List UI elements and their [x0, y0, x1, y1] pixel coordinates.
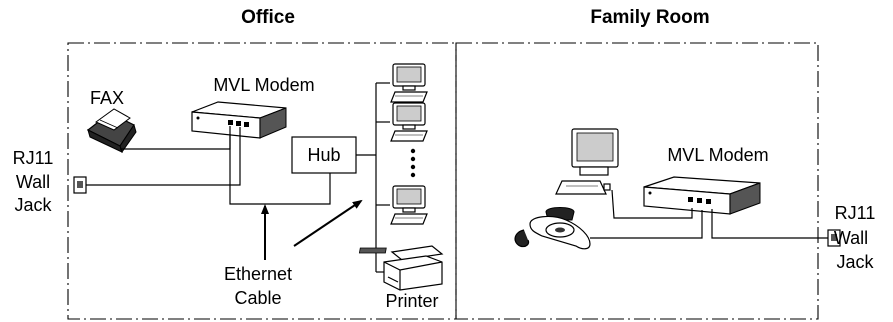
printer-label: Printer: [385, 291, 438, 311]
office-jack-label-line2: Wall: [16, 172, 50, 192]
family-computer-icon: [555, 128, 619, 195]
hub-label: Hub: [307, 145, 340, 165]
office-computer-3-icon: [390, 185, 428, 225]
family-room-title: Family Room: [590, 7, 709, 28]
fax-icon: [86, 108, 137, 154]
office-jack-label-line1: RJ11: [13, 148, 54, 168]
family-modem-label: MVL Modem: [667, 145, 768, 165]
more-computers-ellipsis: [410, 148, 416, 178]
family-jack-label-line3: Jack: [836, 252, 874, 272]
hub-icon: [291, 136, 357, 174]
office-title: Office: [241, 7, 295, 28]
office-wall-jack-icon: [73, 176, 87, 194]
ethernet-arrow-diagonal: [293, 199, 363, 247]
family-wall-jack-icon: [827, 229, 841, 247]
family-cabling: [590, 189, 828, 239]
fax-label: FAX: [90, 88, 124, 108]
ethernet-cable-label-line1: Ethernet: [224, 264, 292, 284]
ethernet-cable-label-line2: Cable: [234, 288, 281, 308]
family-room-frame: [455, 42, 819, 320]
office-cabling: [86, 82, 390, 273]
office-jack-label-line3: Jack: [14, 195, 52, 215]
office-modem-icon: [191, 101, 287, 139]
office-computer-2-icon: [390, 102, 428, 142]
family-jack-label-line1: RJ11: [835, 203, 876, 223]
telephone-icon: [514, 207, 591, 250]
family-modem-icon: [643, 176, 761, 215]
family-jack-label-line2: Wall: [834, 228, 868, 248]
printer-icon: [358, 245, 444, 291]
office-modem-label: MVL Modem: [213, 75, 314, 95]
office-computer-1-icon: [390, 63, 428, 103]
